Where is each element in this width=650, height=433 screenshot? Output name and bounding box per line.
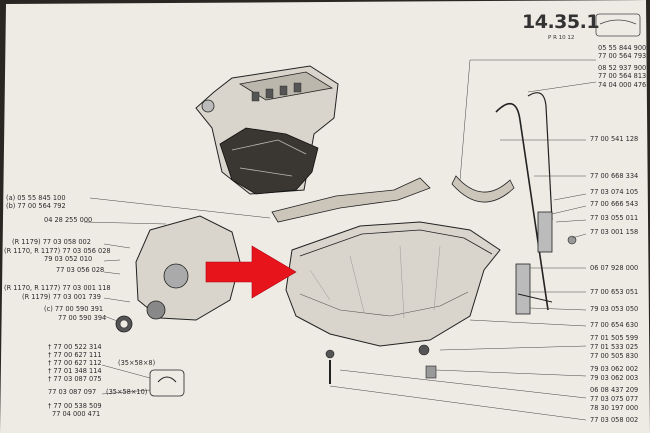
part-number-label: 08 52 937 900	[598, 64, 646, 72]
part-number-label: 77 03 074 105	[590, 188, 638, 196]
page-number: 14.35.1	[522, 11, 599, 33]
part-number-label: † 77 00 522 314	[48, 343, 102, 351]
part-number-label: 77 04 000 471	[52, 410, 100, 418]
part-number-label: 79 03 062 003	[590, 374, 638, 382]
part-number-label: 77 00 590 394	[58, 314, 106, 322]
gasket-thumbnail-stroke	[599, 19, 637, 25]
part-number-label: (R 1170, R 1177) 77 03 001 118	[4, 284, 111, 292]
dimension-label: (35×58×8)	[118, 359, 155, 367]
part-number-label: 04 28 255 000	[44, 216, 92, 224]
part-number-label: † 77 00 627 111	[48, 351, 102, 359]
part-number-label: † 77 01 348 114	[48, 367, 102, 375]
part-number-label: 77 03 058 002	[590, 416, 638, 424]
part-number-label: 78 30 197 000	[590, 404, 638, 412]
part-number-label: 77 00 564 813	[598, 72, 646, 80]
part-number-label: 06 08 437 209	[590, 386, 638, 394]
leader-lines	[83, 59, 597, 421]
part-number-label: (a) 05 55 845 100	[6, 194, 66, 202]
page-subref: P R 10 12	[548, 35, 574, 41]
part-number-label: 79 03 062 002	[590, 365, 638, 373]
timing-cover-illustration	[115, 215, 241, 333]
filter-detail-stroke	[157, 376, 177, 383]
part-number-label: 77 00 668 334	[590, 172, 638, 180]
rear-seal-gasket	[451, 175, 515, 203]
part-number-label: (b) 77 00 564 792	[6, 202, 66, 210]
part-number-label: 77 00 653 051	[590, 288, 638, 296]
part-number-label: 77 00 654 630	[590, 321, 638, 329]
oil-sump-illustration	[285, 221, 501, 384]
part-number-label: 77 00 505 830	[590, 352, 638, 360]
part-number-label: † 77 00 627 112	[48, 359, 102, 367]
dimension-label: (35×58×10)	[106, 388, 147, 396]
gasket-thumbnail-icon	[595, 13, 641, 37]
part-number-label: 77 03 075 077	[590, 395, 638, 403]
left-part-labels: (a) 05 55 845 100(b) 77 00 564 792 04 28 …	[4, 194, 111, 418]
part-number-label: 77 03 056 028	[56, 266, 104, 274]
part-number-label: 79 03 052 010	[44, 255, 92, 263]
part-number-label: (R 1179) 77 03 001 739	[22, 293, 101, 301]
part-number-label: 74 04 000 476	[598, 81, 646, 89]
pan-gasket-strip	[271, 177, 431, 223]
part-number-label: † 77 03 087 075	[48, 375, 102, 383]
red-pointer-arrow-icon	[205, 245, 297, 299]
part-number-label: 77 00 666 543	[590, 200, 638, 208]
part-number-label: 77 00 564 793	[598, 52, 646, 60]
part-number-label: 77 01 533 025	[590, 343, 638, 351]
part-number-label: 77 01 505 599	[590, 334, 638, 342]
part-number-label: (c) 77 00 590 391	[44, 305, 103, 313]
part-number-label: 06 07 928 000	[590, 264, 638, 272]
part-number-label: 79 03 053 050	[590, 305, 638, 313]
part-number-label: (R 1179) 77 03 058 002	[12, 238, 91, 246]
part-number-label: (R 1170, R 1177) 77 03 056 028	[4, 247, 111, 255]
dipstick-and-pickup-illustration	[495, 92, 577, 315]
part-number-label: † 77 00 538 509	[48, 402, 102, 410]
filter-detail-box	[149, 369, 185, 397]
part-number-label: 77 00 541 128	[590, 135, 638, 143]
part-number-label: 77 03 087 097	[48, 388, 96, 396]
part-number-label: 77 03 055 011	[590, 214, 638, 222]
part-number-label: 77 03 001 158	[590, 228, 638, 236]
part-number-label: 05 55 844 900	[598, 44, 646, 52]
engine-block-illustration	[195, 65, 339, 195]
dimension-labels: (35×58×8) (35×58×10)	[106, 359, 155, 396]
